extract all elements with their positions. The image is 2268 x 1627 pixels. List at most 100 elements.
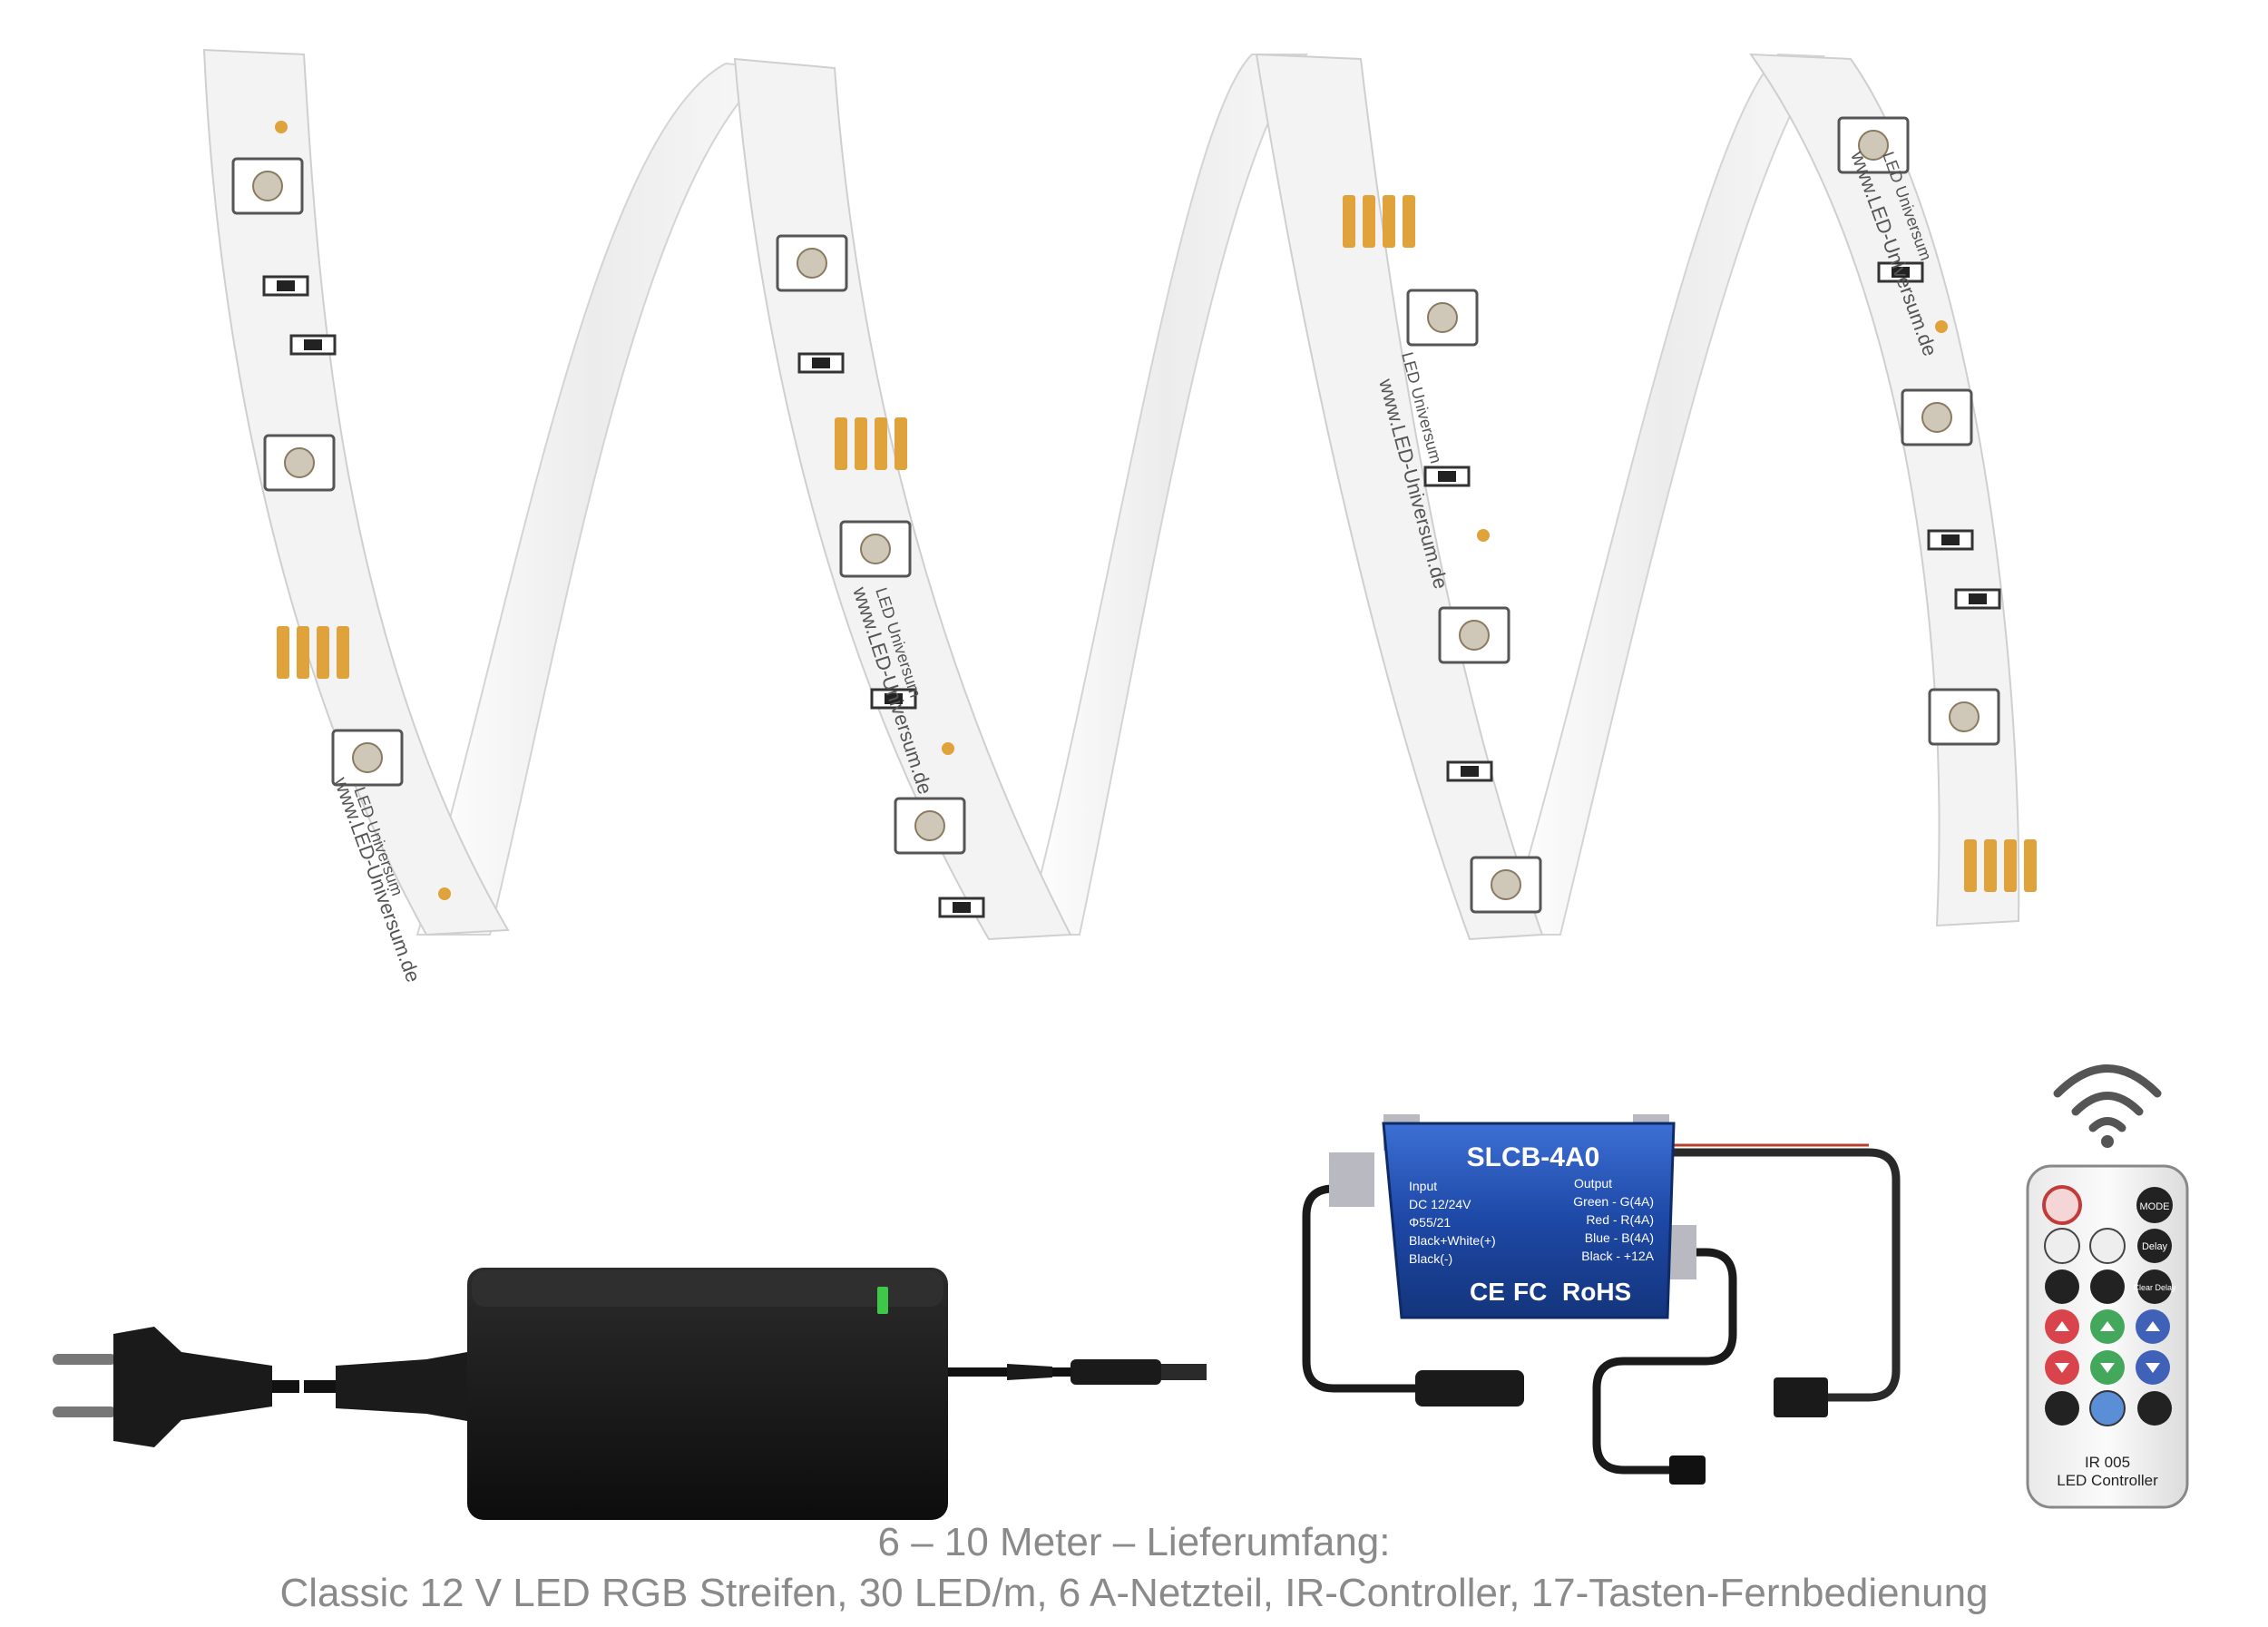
arrow-up-icon[interactable] bbox=[2055, 1321, 2069, 1331]
strip-segment-4 bbox=[1749, 53, 2020, 927]
remote-mode-label: MODE bbox=[2140, 1201, 2170, 1212]
clear-delay-button[interactable] bbox=[2137, 1269, 2172, 1304]
strip-segment-3 bbox=[1255, 53, 1544, 941]
controller-model: SLCB-4A0 bbox=[1467, 1142, 1600, 1172]
solder-pad bbox=[297, 626, 309, 679]
remote-buttons bbox=[2042, 1185, 2173, 1426]
resistor-body bbox=[812, 358, 830, 368]
solder-pad bbox=[1984, 839, 1997, 892]
power-supply bbox=[53, 1268, 1207, 1520]
dc-plug-body bbox=[1070, 1359, 1161, 1385]
resistor-body bbox=[1969, 593, 1987, 604]
led-lens bbox=[1949, 701, 1980, 732]
solder-pad bbox=[277, 626, 289, 679]
controller-output-title: Output bbox=[1574, 1176, 1612, 1191]
solder-dot bbox=[942, 742, 954, 755]
sun-button[interactable] bbox=[2090, 1269, 2125, 1304]
controller-input-line-1: DC 12/24V bbox=[1409, 1197, 1471, 1211]
controller-output-cable bbox=[1669, 1148, 1901, 1402]
dc-cable-strain bbox=[1007, 1364, 1052, 1380]
speed-button[interactable] bbox=[2137, 1391, 2172, 1426]
led-lens bbox=[914, 810, 945, 841]
adapter-top-face bbox=[472, 1270, 943, 1307]
solder-pad bbox=[317, 626, 329, 679]
controller-flange-left bbox=[1329, 1152, 1374, 1207]
brightness-button[interactable] bbox=[2089, 1228, 2126, 1264]
resistor-body bbox=[304, 339, 322, 350]
solder-pad bbox=[1363, 195, 1375, 248]
controller-output-line-4: Black - +12A bbox=[1581, 1249, 1654, 1263]
fade-button[interactable] bbox=[2045, 1269, 2079, 1304]
resistor-body bbox=[1461, 766, 1479, 777]
controller-input-line-2: Φ55/21 bbox=[1409, 1215, 1451, 1230]
ir-signal-icon bbox=[2053, 1064, 2162, 1132]
rgb-cycle-button[interactable] bbox=[2089, 1390, 2126, 1426]
arrow-down-icon[interactable] bbox=[2100, 1363, 2115, 1373]
iec-connector bbox=[336, 1352, 467, 1421]
strip-components bbox=[231, 116, 2037, 918]
strip-segment-1 bbox=[202, 48, 510, 936]
arrow-down-icon[interactable] bbox=[2146, 1363, 2160, 1373]
solder-pad bbox=[835, 417, 847, 470]
rgb-controller: SLCB-4A0 Input Output DC 12/24V Φ55/21 B… bbox=[1302, 1114, 1901, 1485]
resistor-body bbox=[1892, 267, 1910, 278]
controller-housing bbox=[1382, 1122, 1676, 1319]
ir-remote: MODE Delay Clear Delay IR 005 LED Contro… bbox=[2026, 1064, 2189, 1509]
ir-signal-dot bbox=[2101, 1135, 2114, 1148]
resistor-body bbox=[1438, 471, 1456, 482]
controller-output-line-1: Green - G(4A) bbox=[1573, 1194, 1654, 1209]
mode-button[interactable] bbox=[2136, 1187, 2173, 1223]
controller-sensor-cable bbox=[1592, 1248, 1737, 1475]
plug-pin-top bbox=[53, 1354, 116, 1365]
remote-delay-label: Delay bbox=[2142, 1241, 2168, 1252]
solder-pad bbox=[855, 417, 867, 470]
led-lens bbox=[352, 742, 383, 773]
solder-pad bbox=[1343, 195, 1355, 248]
led-lens bbox=[1427, 302, 1458, 333]
resistor-body bbox=[885, 693, 903, 704]
solder-dot bbox=[275, 121, 288, 133]
solder-pad bbox=[2004, 839, 2017, 892]
arrow-up-icon[interactable] bbox=[2146, 1321, 2160, 1331]
dc-plug-tip bbox=[1161, 1364, 1207, 1380]
ir-sensor-plug bbox=[1669, 1455, 1706, 1485]
solder-dot bbox=[438, 887, 451, 900]
controller-input-line-4: Black(-) bbox=[1409, 1251, 1452, 1266]
strip-back-loop-1 bbox=[415, 62, 774, 936]
fcc-mark: FC bbox=[1513, 1278, 1547, 1306]
caption-title: 6 – 10 Meter – Lieferumfang: bbox=[877, 1520, 1391, 1564]
led-lens bbox=[860, 534, 891, 564]
led-lens bbox=[1921, 402, 1952, 433]
remote-clear-delay-label: Clear Delay bbox=[2133, 1283, 2176, 1292]
caption-contents: Classic 12 V LED RGB Streifen, 30 LED/m,… bbox=[279, 1571, 1989, 1615]
led-lens bbox=[1459, 620, 1490, 651]
power-indicator-led bbox=[877, 1287, 888, 1314]
resistor-body bbox=[953, 902, 971, 913]
delay-button[interactable] bbox=[2137, 1229, 2172, 1263]
controller-input-title: Input bbox=[1409, 1179, 1437, 1193]
controller-output-line-2: Red - R(4A) bbox=[1586, 1212, 1654, 1227]
flash-button[interactable] bbox=[2044, 1228, 2080, 1264]
resistor-body bbox=[1941, 534, 1960, 545]
arrow-up-icon[interactable] bbox=[2100, 1321, 2115, 1331]
adapter-body bbox=[467, 1268, 948, 1520]
controller-dc-socket bbox=[1415, 1370, 1524, 1406]
solder-pad bbox=[875, 417, 887, 470]
led-lens bbox=[252, 171, 283, 201]
controller-input-line-3: Black+White(+) bbox=[1409, 1233, 1496, 1248]
power-button[interactable] bbox=[2042, 1185, 2082, 1225]
remote-name-label: LED Controller bbox=[2057, 1472, 2158, 1489]
ce-mark: CE bbox=[1470, 1278, 1505, 1306]
plug-pin-bottom bbox=[53, 1406, 116, 1417]
plug-body bbox=[113, 1327, 272, 1447]
solder-pad bbox=[337, 626, 349, 679]
solder-pad bbox=[894, 417, 907, 470]
led-lens bbox=[797, 248, 827, 279]
rohs-mark: RoHS bbox=[1562, 1278, 1631, 1306]
white-button[interactable] bbox=[2045, 1391, 2079, 1426]
solder-pad bbox=[1383, 195, 1395, 248]
controller-input-cable bbox=[1302, 1184, 1424, 1393]
arrow-down-icon[interactable] bbox=[2055, 1363, 2069, 1373]
controller-rgb-connector bbox=[1774, 1377, 1828, 1417]
strip-back-loop-2 bbox=[1023, 54, 1309, 936]
